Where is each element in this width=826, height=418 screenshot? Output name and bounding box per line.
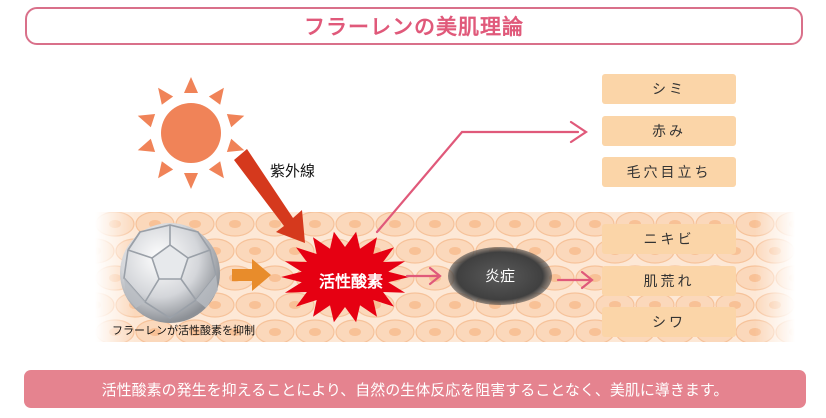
effect-pill-upper-1: シミ: [602, 74, 736, 104]
uv-label: 紫外線: [270, 162, 316, 180]
ros-burst: [281, 231, 409, 323]
effect-pill-lower-1: ニキビ: [602, 224, 736, 254]
effect-pill-lower-2: 肌荒れ: [602, 266, 736, 296]
footer-text: 活性酸素の発生を抑えることにより、自然の生体反応を阻害することなく、美肌に導きま…: [101, 380, 729, 399]
effect-pill-upper-2: 赤み: [602, 116, 736, 146]
uv-arrow: [234, 149, 305, 243]
footer-banner: 活性酸素の発生を抑えることにより、自然の生体反応を阻害することなく、美肌に導きま…: [24, 370, 806, 408]
title-banner: フラーレンの美肌理論: [25, 7, 803, 45]
effect-pill-upper-3: 毛穴目立ち: [602, 157, 736, 187]
fullerene-arrow: [232, 259, 271, 291]
inflammation-label: 炎症: [484, 267, 515, 285]
effect-pill-lower-3: シワ: [602, 307, 736, 337]
ros-label: 活性酸素: [318, 272, 383, 291]
upper-arrowhead: [569, 120, 588, 144]
ros-to-upper-effects-arrow: [375, 130, 580, 234]
lower-arrowhead: [580, 270, 594, 290]
fullerene-caption: フラーレンが活性酸素を抑制: [112, 324, 255, 337]
sun-icon: [137, 77, 245, 189]
page-title: フラーレンの美肌理論: [304, 15, 524, 39]
fullerene-ball-icon: [120, 223, 220, 323]
inflammation-arrowhead: [428, 266, 442, 286]
inflammation-blob: [448, 247, 552, 305]
